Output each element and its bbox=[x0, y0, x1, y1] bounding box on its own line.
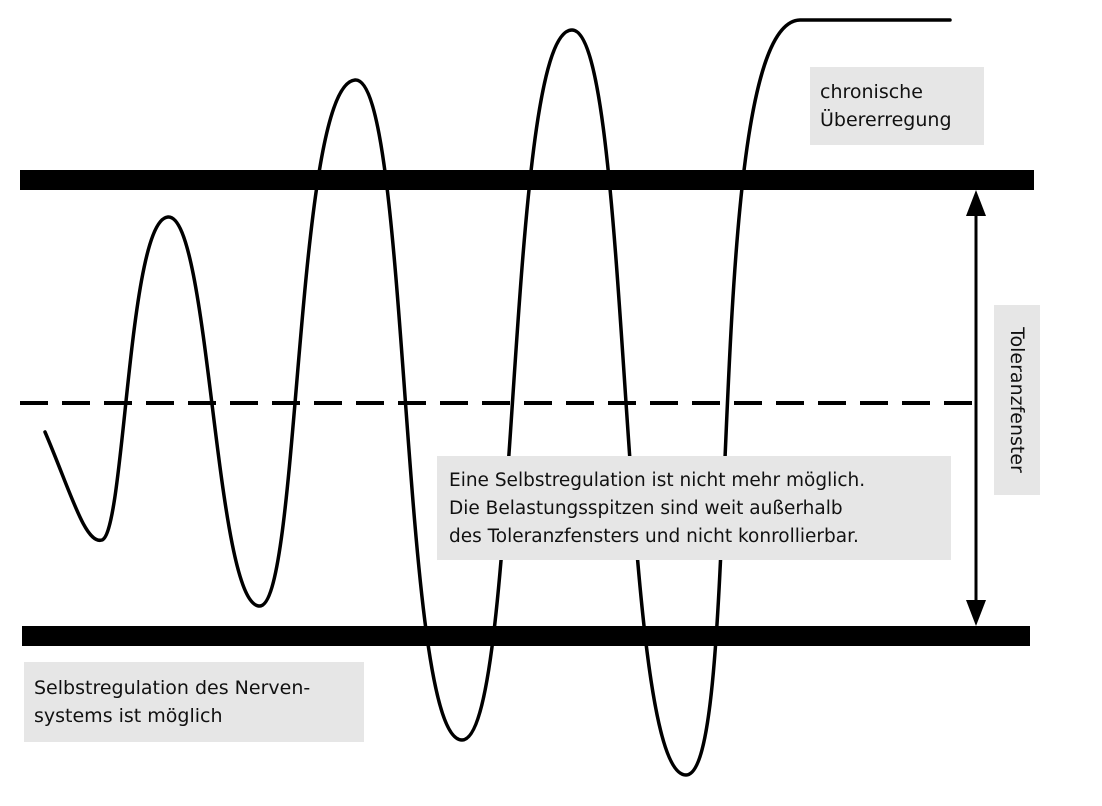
tolerance-window-text: Toleranzfenster bbox=[1006, 327, 1028, 473]
selfreg-possible-line-1: Selbstregulation des Nerven- bbox=[34, 677, 311, 699]
selfregulation-possible-label: Selbstregulation des Nerven- systems ist… bbox=[24, 662, 364, 742]
selfreg-impossible-line-1: Eine Selbstregulation ist nicht mehr mög… bbox=[449, 470, 866, 491]
selfreg-impossible-line-2: Die Belastungsspitzen sind weit außerhal… bbox=[449, 498, 843, 519]
chronic-label-line-2: Übererregung bbox=[820, 109, 952, 131]
selfreg-impossible-line-3: des Toleranzfensters und nicht konrollie… bbox=[449, 526, 859, 547]
tolerance-arrow-head-down bbox=[966, 600, 986, 626]
tolerance-arrow-head-up bbox=[966, 190, 986, 216]
chronic-label-line-1: chronische bbox=[820, 81, 923, 103]
tolerance-window-label: Toleranzfenster bbox=[994, 305, 1040, 495]
selfregulation-impossible-label: Eine Selbstregulation ist nicht mehr mög… bbox=[437, 456, 951, 560]
selfreg-possible-line-2: systems ist möglich bbox=[34, 705, 223, 727]
chronic-overarousal-label: chronische Übererregung bbox=[810, 67, 984, 145]
arousal-curve bbox=[43, 18, 952, 777]
